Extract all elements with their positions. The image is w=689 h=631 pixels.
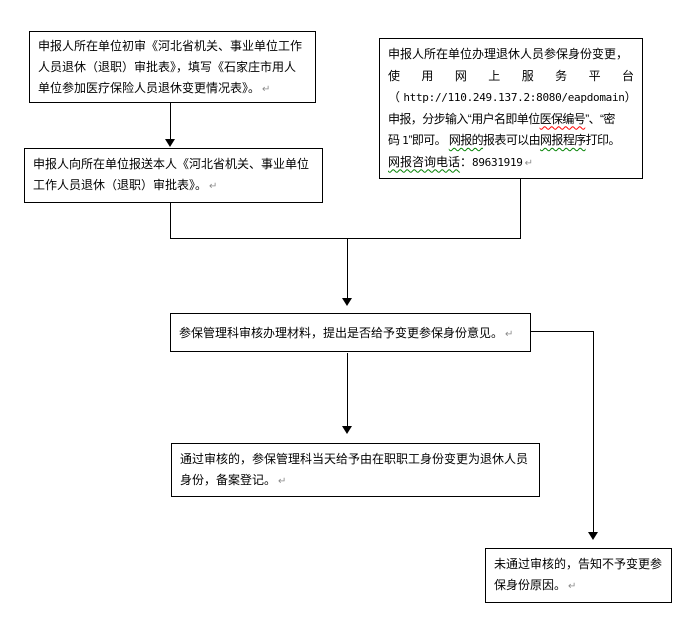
box-unit-initial-review: 申报人所在单位初审《河北省机关、事业单位工作 人员退休（退职）审批表》，填写《石… <box>29 31 316 103</box>
text-segment: 报表可以由 <box>483 133 541 147</box>
box-submit-to-unit: 申报人向所在单位报送本人《河北省机关、事业单位 工作人员退休（退职）审批表》。↵ <box>24 148 323 203</box>
text-segment: 打印。 <box>585 133 621 147</box>
url-text: http://110.249.137.2:8080/eapdomain <box>403 91 625 104</box>
grammar-error-text: 网报咨询电话 <box>388 154 461 169</box>
text-segment: ） <box>624 90 637 104</box>
text-line: 申报人所在单位初审《河北省机关、事业单位工作 <box>38 39 303 53</box>
grammar-error-text: 网报程序 <box>540 133 586 147</box>
text-segment: 申报，分步输入“用户名即单位 <box>388 111 540 126</box>
return-mark-icon: ↵ <box>278 476 287 487</box>
spellcheck-error-text: 医保编号 <box>539 111 586 126</box>
connector-box3-down <box>520 179 521 238</box>
arrow-down-icon <box>342 298 352 306</box>
return-mark-icon: ↵ <box>505 329 514 340</box>
text-line: 未通过审核的，告知不予变更参 <box>494 557 663 571</box>
text-segment: 单位参加医疗保险人员退休变更情况表》。 <box>38 81 261 95</box>
return-mark-icon: ↵ <box>524 157 534 169</box>
box-online-declare: 申报人所在单位办理退休人员参保身份变更， 使 用 网 上 服 务 平 台 （ h… <box>379 38 643 179</box>
number-text: 1 <box>402 134 409 147</box>
return-mark-icon: ↵ <box>568 581 577 592</box>
text-line-justified: 使 用 网 上 服 务 平 台 <box>388 68 634 83</box>
text-line: 参保管理科审核办理材料，提出是否给予变更参保身份意见。↵ <box>179 323 522 345</box>
text-line: 人员退休（退职）审批表》，填写《石家庄市用人 <box>38 60 297 74</box>
text-line: 码 1”即可。 网报的报表可以由网报程序打印。 <box>388 130 634 152</box>
connector-audit-to-approved <box>347 353 348 426</box>
text-line: 身份，备案登记。↵ <box>180 470 531 492</box>
text-line: 保身份原因。↵ <box>494 575 663 597</box>
arrow-down-icon <box>165 139 175 147</box>
text-segment: ”即可。 <box>408 133 449 147</box>
text-line: 单位参加医疗保险人员退休变更情况表》。↵ <box>38 78 307 100</box>
text-line: 工作人员退休（退职）审批表》。↵ <box>33 175 314 197</box>
grammar-error-text: 网报的 <box>448 133 484 147</box>
return-mark-icon: ↵ <box>262 84 271 95</box>
text-line: （ http://110.249.137.2:8080/eapdomain） <box>388 87 637 109</box>
text-segment: ： <box>460 154 473 169</box>
text-line: 申报人所在单位办理退休人员参保身份变更， <box>388 47 629 61</box>
text-segment: 工作人员退休（退职）审批表》。 <box>33 178 208 192</box>
box-rejected-notice: 未通过审核的，告知不予变更参 保身份原因。↵ <box>485 548 672 603</box>
text-segment: 码 <box>388 133 403 147</box>
text-line: 通过审核的，参保管理科当天给予由在职职工身份变更为退休人员 <box>180 452 529 466</box>
text-line: 网报咨询电话：89631919↵ <box>388 152 634 175</box>
text-line: 申报，分步输入“用户名即单位医保编号”、“密 <box>388 109 634 131</box>
text-segment: ”、“密 <box>585 111 615 126</box>
connector-merge-to-audit <box>347 238 348 298</box>
connector-branch-to-rejected <box>593 331 594 532</box>
text-segment: 身份，备案登记。 <box>180 473 277 487</box>
connector-box2-down <box>170 203 171 238</box>
arrow-down-icon <box>588 532 598 540</box>
text-line: 申报人向所在单位报送本人《河北省机关、事业单位 <box>33 157 310 171</box>
connector-audit-branch-horizontal <box>531 331 593 332</box>
text-segment: （ <box>388 90 404 104</box>
text-segment: 参保管理科审核办理材料，提出是否给予变更参保身份意见。 <box>179 326 504 340</box>
phone-number: 89631919 <box>472 155 523 169</box>
box-approved-register: 通过审核的，参保管理科当天给予由在职职工身份变更为退休人员 身份，备案登记。↵ <box>171 443 540 497</box>
return-mark-icon: ↵ <box>209 181 218 192</box>
box-audit-review: 参保管理科审核办理材料，提出是否给予变更参保身份意见。↵ <box>170 313 531 352</box>
text-segment: 保身份原因。 <box>494 578 567 592</box>
connector-merge-horizontal <box>170 238 521 239</box>
arrow-down-icon <box>342 426 352 434</box>
connector-box1-to-box2 <box>170 103 171 139</box>
